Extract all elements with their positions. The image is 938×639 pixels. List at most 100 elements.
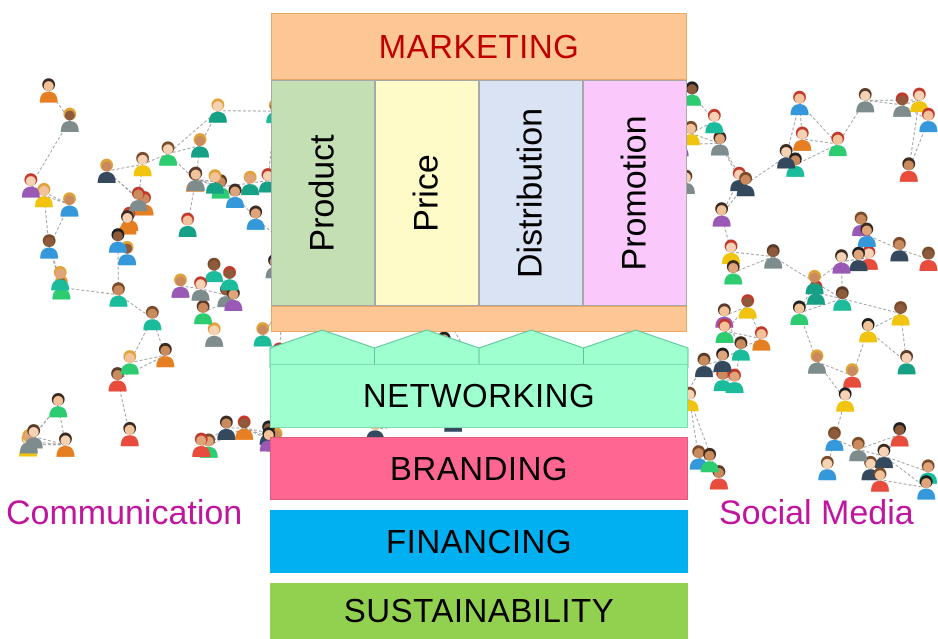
network-link xyxy=(802,138,838,145)
person-icon xyxy=(856,88,875,113)
financing-label: FINANCING xyxy=(386,522,572,560)
network-link xyxy=(730,251,774,258)
network-link xyxy=(908,119,929,170)
branding-block: BRANDING xyxy=(270,437,688,500)
network-link xyxy=(795,143,838,166)
network-link xyxy=(195,178,221,188)
person-icon xyxy=(859,318,878,343)
person-icon xyxy=(843,363,862,388)
person-icon xyxy=(713,347,732,372)
base-bar xyxy=(271,306,687,332)
person-icon xyxy=(51,265,70,291)
pillar-promotion-label: Promotion xyxy=(615,115,654,271)
networking-label: NETWORKING xyxy=(362,377,596,414)
person-icon xyxy=(178,212,197,237)
person-icon xyxy=(40,234,59,259)
person-icon xyxy=(97,158,116,184)
person-icon xyxy=(710,131,729,156)
network-link xyxy=(142,153,169,165)
network-link xyxy=(799,298,843,314)
network-link xyxy=(208,427,245,447)
person-icon xyxy=(722,239,741,264)
network-link xyxy=(866,234,900,250)
person-icon xyxy=(832,249,851,274)
network-link xyxy=(195,178,216,183)
person-icon xyxy=(186,166,205,192)
person-icon xyxy=(910,87,929,113)
person-icon xyxy=(60,107,79,132)
person-icon xyxy=(208,98,227,123)
network-link xyxy=(106,163,143,172)
network-link xyxy=(816,361,853,377)
person-icon xyxy=(919,246,938,272)
pillar-price-label: Price xyxy=(407,154,446,232)
social-media-label: Social Media xyxy=(719,494,914,532)
network-link xyxy=(879,479,927,489)
person-icon xyxy=(156,342,175,368)
person-icon xyxy=(191,276,210,301)
person-icon xyxy=(108,367,127,392)
network-link xyxy=(841,258,859,263)
network-link xyxy=(842,298,901,314)
person-icon xyxy=(917,475,936,500)
person-icon xyxy=(705,108,724,134)
person-icon xyxy=(890,422,909,447)
person-icon xyxy=(253,322,272,347)
network-link xyxy=(167,145,201,155)
person-icon xyxy=(764,244,783,269)
person-icon xyxy=(891,301,910,326)
person-icon xyxy=(738,294,757,319)
person-icon xyxy=(790,90,809,116)
network-link xyxy=(703,359,723,366)
person-icon xyxy=(143,305,162,331)
person-icon xyxy=(133,151,152,177)
person-icon xyxy=(715,318,734,344)
person-icon xyxy=(108,228,127,253)
pillar-promotion: Promotion xyxy=(583,80,687,306)
person-icon xyxy=(897,349,916,375)
network-link xyxy=(798,312,818,362)
person-icon xyxy=(56,432,75,457)
pillar-product: Product xyxy=(271,80,375,306)
financing-block: FINANCING xyxy=(270,510,688,573)
person-icon xyxy=(191,133,210,158)
network-link xyxy=(703,364,723,380)
network-link xyxy=(883,455,927,489)
branding-label: BRANDING xyxy=(389,449,569,487)
pillar-price: Price xyxy=(375,80,479,306)
person-icon xyxy=(849,436,868,462)
person-icon xyxy=(246,205,265,230)
networking-peak xyxy=(478,329,584,368)
network-link xyxy=(724,330,762,340)
network-link xyxy=(689,398,720,478)
person-icon xyxy=(736,171,755,197)
network-link xyxy=(740,338,762,350)
person-icon xyxy=(790,300,809,325)
person-icon xyxy=(849,246,868,272)
person-icon xyxy=(206,169,225,194)
person-icon xyxy=(857,222,876,247)
person-icon xyxy=(683,81,702,106)
person-icon xyxy=(752,326,771,351)
marketing-label: MARKETING xyxy=(378,27,580,65)
network-link xyxy=(899,248,929,260)
person-icon xyxy=(21,173,40,198)
person-icon xyxy=(60,192,79,217)
network-link xyxy=(61,287,119,296)
person-icon xyxy=(194,299,213,325)
person-icon xyxy=(49,392,68,418)
network-link xyxy=(129,354,166,363)
network-link xyxy=(33,436,66,446)
network-link xyxy=(745,156,787,185)
person-icon xyxy=(836,387,855,412)
network-link xyxy=(30,185,70,205)
sustainability-block: SUSTAINABILITY xyxy=(270,583,688,639)
network-link xyxy=(200,288,227,296)
network-link xyxy=(858,448,885,457)
person-icon xyxy=(39,78,58,103)
person-icon xyxy=(34,182,53,208)
network-link xyxy=(837,100,866,145)
networking-block: NETWORKING xyxy=(270,364,688,428)
person-icon xyxy=(226,183,245,209)
network-link xyxy=(865,99,903,106)
